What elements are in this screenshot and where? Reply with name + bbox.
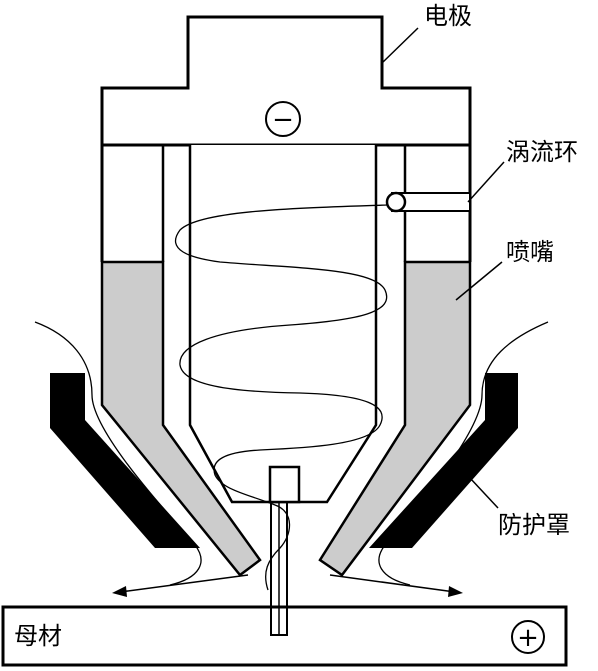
swirl-ring-label: 涡流环: [506, 138, 578, 166]
nozzle-label: 喷嘴: [506, 238, 554, 266]
negative-sign: −: [272, 105, 294, 135]
shield-cap-label: 防护罩: [498, 511, 570, 539]
swirl-ring: [385, 191, 471, 213]
base-metal-label: 母材: [14, 622, 62, 650]
electrode-body: [188, 145, 378, 504]
base-metal: [1, 605, 568, 667]
positive-terminal: [511, 620, 545, 654]
outer-gas-flow: [34, 321, 549, 586]
positive-sign: +: [517, 623, 539, 653]
deflection-arrows: [112, 574, 463, 597]
electrode-label: 电极: [424, 2, 472, 30]
torch-body: [100, 15, 472, 262]
shield-cap: [50, 373, 518, 548]
plasma-jet: [270, 499, 288, 636]
leader-lines: [381, 27, 505, 509]
negative-terminal: [265, 101, 301, 137]
swirl-gas-flow: [174, 204, 388, 591]
